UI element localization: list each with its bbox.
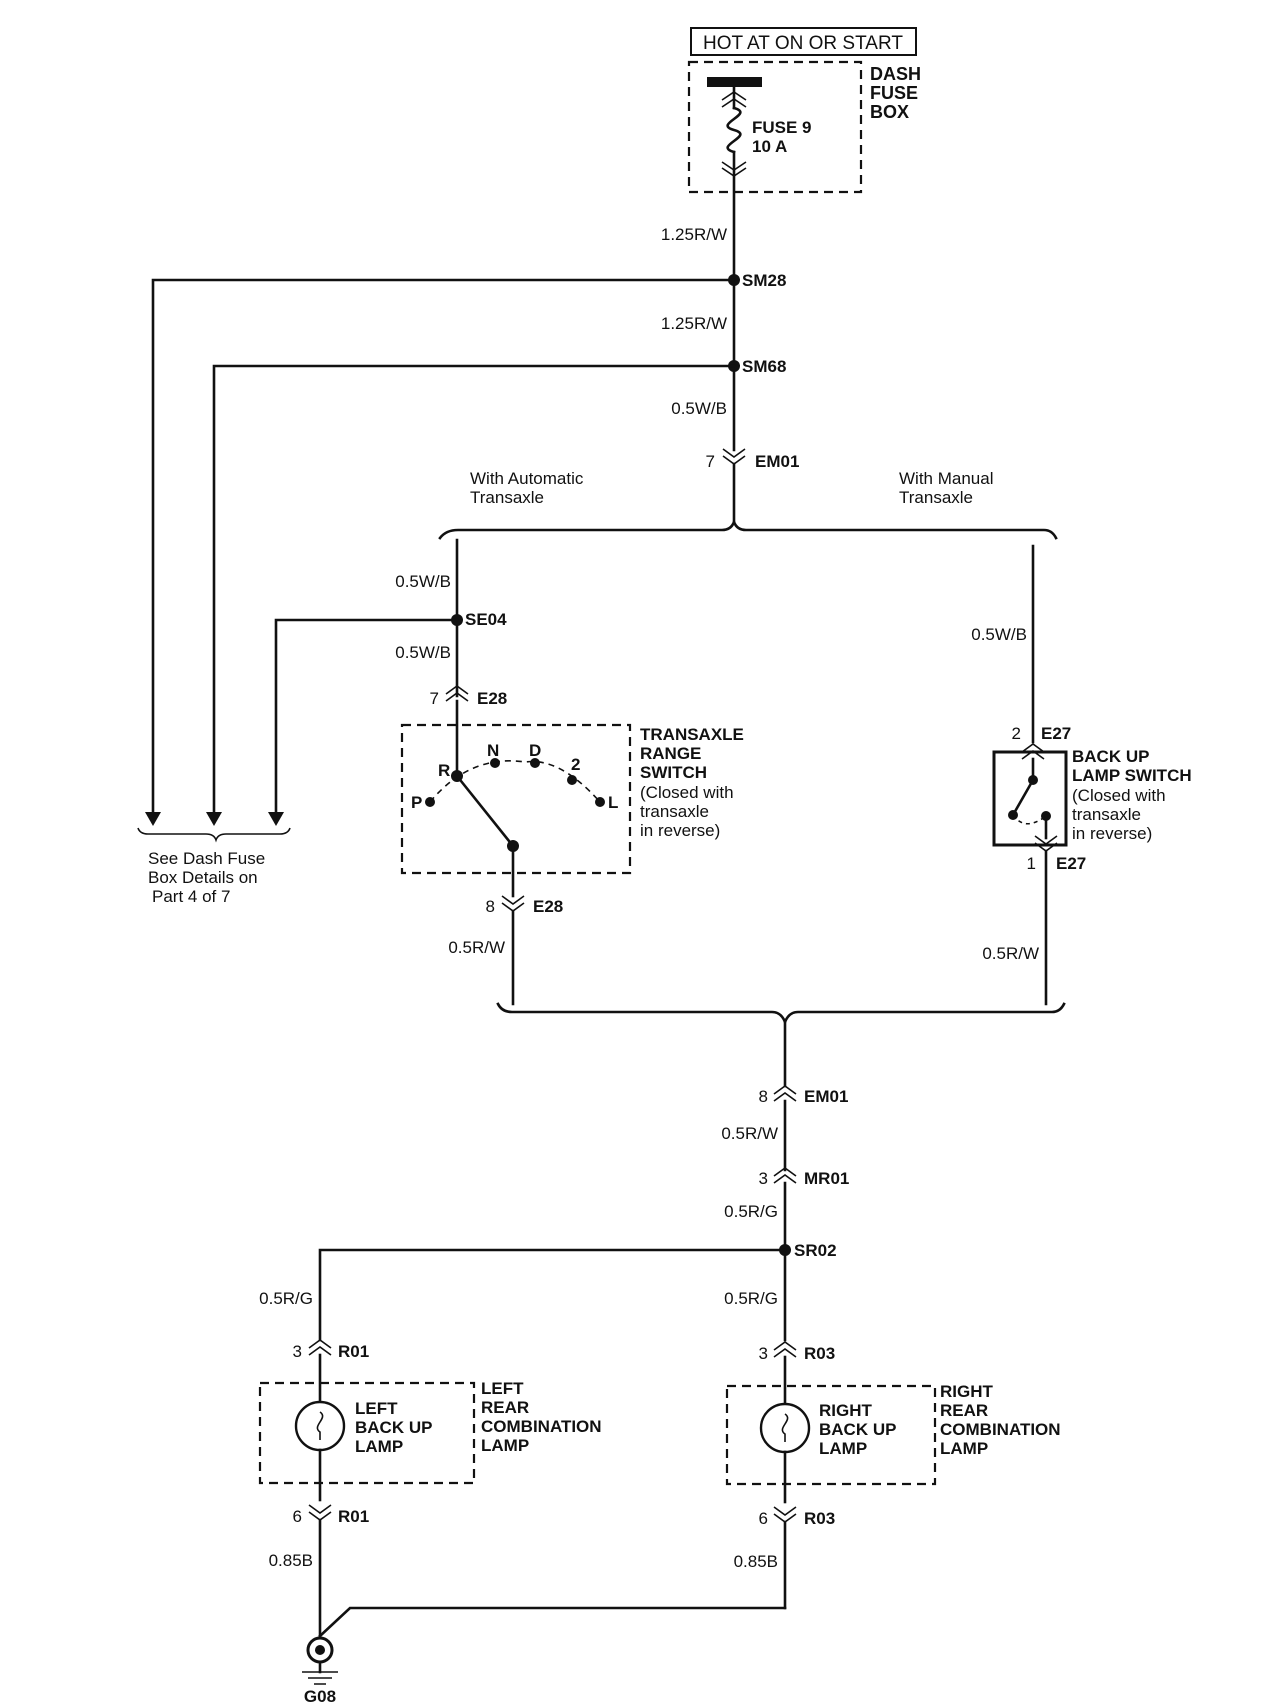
connector-pin: 8 <box>486 897 495 916</box>
splice-se04-label: SE04 <box>465 610 507 629</box>
wire-label: 0.5W/B <box>971 625 1027 644</box>
connector-r01-top-icon <box>308 1339 332 1356</box>
connector-mr01-icon <box>773 1167 797 1184</box>
connector-pin: 2 <box>1012 724 1021 743</box>
wire-label: 0.85B <box>734 1552 778 1571</box>
connector-pin: 3 <box>293 1342 302 1361</box>
backup-lamp-switch-box <box>992 750 1068 847</box>
range-position-d <box>530 758 540 768</box>
left-rear-combination-lamp-label: LEFT REAR COMBINATION LAMP <box>481 1379 606 1455</box>
connector-name: E27 <box>1056 854 1086 873</box>
left-backup-lamp-bulb-icon <box>294 1400 346 1452</box>
wire-label: 0.5R/G <box>724 1289 778 1308</box>
range-switch-blade <box>455 774 515 848</box>
range-label-n: N <box>487 741 499 760</box>
connector-em01-bottom-icon <box>773 1085 797 1102</box>
wire-label: 0.5R/W <box>721 1124 778 1143</box>
dash-fuse-box-label: DASH FUSE BOX <box>870 64 926 122</box>
right-rear-combination-lamp-label: RIGHT REAR COMBINATION LAMP <box>940 1382 1065 1458</box>
range-position-l <box>595 797 605 807</box>
range-label-p: P <box>411 793 422 812</box>
branch-manual-label: With Manual Transaxle <box>899 469 998 507</box>
connector-name: E28 <box>477 689 507 708</box>
branch-automatic-label: With Automatic Transaxle <box>470 469 588 507</box>
left-bulb-filament-icon <box>316 1411 324 1440</box>
wire-label: 0.5W/B <box>671 399 727 418</box>
range-label-d: D <box>529 741 541 760</box>
dash-reference-note: See Dash Fuse Box Details on Part 4 of 7 <box>148 849 270 906</box>
backup-lamp-switch-note: (Closed with transaxle in reverse) <box>1072 786 1170 843</box>
wire-label: 0.5R/G <box>259 1289 313 1308</box>
connector-e28-top-icon <box>445 685 469 702</box>
arrow-icon <box>268 812 284 826</box>
fuse-bus-bar <box>707 77 762 87</box>
wire-label: 0.5W/B <box>395 643 451 662</box>
connector-name: R01 <box>338 1342 369 1361</box>
connector-pin: 8 <box>759 1087 768 1106</box>
range-label-2: 2 <box>571 755 580 774</box>
fuse-icon <box>726 106 742 154</box>
splice-sm28-label: SM28 <box>742 271 786 290</box>
branch-brace-bottom <box>496 1002 1066 1026</box>
connector-name: EM01 <box>804 1087 848 1106</box>
wire-label: 0.5W/B <box>395 572 451 591</box>
right-backup-lamp-bulb-icon <box>759 1402 811 1454</box>
connector-pin: 3 <box>759 1169 768 1188</box>
range-label-r: R <box>438 761 450 780</box>
transaxle-range-switch-box <box>400 723 632 875</box>
wire-label: 0.5R/G <box>724 1202 778 1221</box>
right-bulb-filament-icon <box>781 1413 789 1442</box>
connector-e27-top-icon <box>1021 743 1045 760</box>
left-rear-combination-lamp-box <box>258 1381 476 1485</box>
connector-pin: 7 <box>706 452 715 471</box>
left-backup-lamp-label: LEFT BACK UP LAMP <box>355 1399 437 1456</box>
range-position-2 <box>567 775 577 785</box>
connector-name: R03 <box>804 1509 835 1528</box>
connector-pin: 6 <box>293 1507 302 1526</box>
splice-sm68-label: SM68 <box>742 357 786 376</box>
connector-r01-bottom-icon <box>308 1504 332 1521</box>
connector-name: E28 <box>533 897 563 916</box>
connector-pin: 6 <box>759 1509 768 1528</box>
power-source-box <box>690 27 917 56</box>
connector-name: E27 <box>1041 724 1071 743</box>
wire-label: 0.85B <box>269 1551 313 1570</box>
connector-name: MR01 <box>804 1169 849 1188</box>
wire-label: 0.5R/W <box>448 938 505 957</box>
power-source-label: HOT AT ON OR START <box>703 33 903 54</box>
connector-r03-bottom-icon <box>773 1506 797 1523</box>
connector-pin: 1 <box>1027 854 1036 873</box>
dash-reference-brace <box>137 827 291 843</box>
arrow-icon <box>206 812 222 826</box>
splice-sr02-label: SR02 <box>794 1241 837 1260</box>
wire-label: 0.5R/W <box>982 944 1039 963</box>
connector-r03-top-icon <box>773 1341 797 1358</box>
arrow-icon <box>145 812 161 826</box>
ground-icon <box>302 1671 338 1685</box>
connector-name: R01 <box>338 1507 369 1526</box>
transaxle-range-switch-note: (Closed with transaxle in reverse) <box>640 783 738 840</box>
wire-label: 1.25R/W <box>661 314 727 333</box>
range-position-n <box>490 758 500 768</box>
connector-e28-bottom-icon <box>501 895 525 912</box>
range-label-l: L <box>608 793 618 812</box>
connector-pin: 7 <box>430 689 439 708</box>
transaxle-range-switch-title: TRANSAXLE RANGE SWITCH <box>640 725 749 782</box>
backup-switch-blade <box>1011 778 1035 817</box>
fuse-label: FUSE 9 10 A <box>752 118 816 156</box>
right-backup-lamp-label: RIGHT BACK UP LAMP <box>819 1401 901 1458</box>
branch-brace-top <box>438 518 1058 540</box>
connector-name: R03 <box>804 1344 835 1363</box>
backup-lamp-switch-title: BACK UP LAMP SWITCH <box>1072 747 1192 785</box>
right-rear-combination-lamp-box <box>725 1384 937 1486</box>
wire-label: 1.25R/W <box>661 225 727 244</box>
connector-name: EM01 <box>755 452 799 471</box>
ground-label: G08 <box>304 1687 336 1704</box>
range-position-p <box>425 797 435 807</box>
connector-pin: 3 <box>759 1344 768 1363</box>
